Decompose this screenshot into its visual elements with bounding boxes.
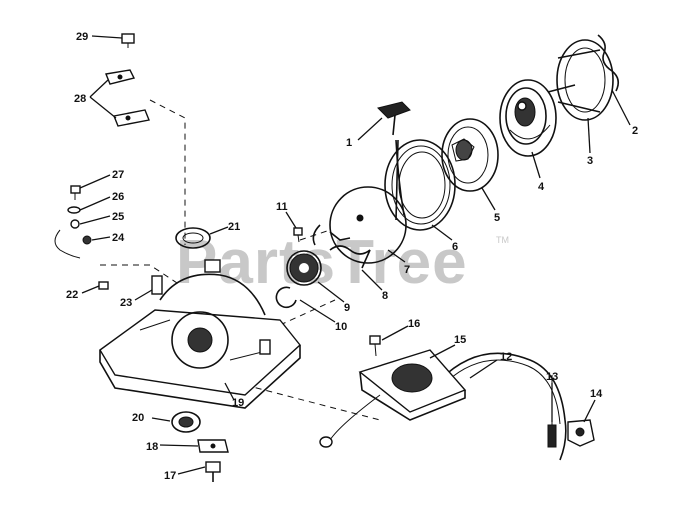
part-12-cable xyxy=(439,352,567,461)
part-27-screw xyxy=(70,185,81,200)
label-part-24: 24 xyxy=(112,232,125,244)
part-19-base-plate xyxy=(99,259,301,409)
label-part-2: 2 xyxy=(632,125,638,137)
label-part-20: 20 xyxy=(132,412,144,424)
label-part-11: 11 xyxy=(276,201,288,213)
label-part-3: 3 xyxy=(587,155,593,167)
leader-lines xyxy=(79,35,631,475)
part-22-screw xyxy=(98,281,109,290)
label-part-27: 27 xyxy=(112,169,124,181)
part-18-bracket xyxy=(197,439,229,453)
part-8-pawl-spring xyxy=(329,245,371,269)
watermark-tm: TM xyxy=(496,235,509,245)
part-15-ignition-coil xyxy=(319,349,467,448)
label-part-8: 8 xyxy=(382,290,388,302)
label-part-1: 1 xyxy=(346,137,352,149)
part-7-flywheel-disk xyxy=(312,186,407,264)
part-5-pulley xyxy=(441,118,499,192)
part-23-pin xyxy=(151,275,163,295)
label-part-22: 22 xyxy=(66,289,78,301)
label-part-10: 10 xyxy=(335,321,347,333)
label-part-15: 15 xyxy=(454,334,466,346)
label-part-7: 7 xyxy=(404,264,410,276)
part-24-nut xyxy=(82,235,92,245)
label-part-23: 23 xyxy=(120,297,132,309)
part-25-washer xyxy=(70,219,80,229)
part-9-gear xyxy=(286,250,322,286)
label-part-14: 14 xyxy=(590,388,603,400)
label-part-13: 13 xyxy=(546,371,558,383)
part-11-screw xyxy=(293,227,303,243)
part-17-bolt xyxy=(205,461,221,482)
label-part-19: 19 xyxy=(232,397,244,409)
part-14-spark-plug-boot xyxy=(567,419,595,447)
label-part-21: 21 xyxy=(228,221,240,233)
part-10-retaining-clip xyxy=(275,286,297,309)
label-part-5: 5 xyxy=(494,212,500,224)
part-26-terminal xyxy=(67,206,81,214)
watermark-brand: PartsTree xyxy=(176,228,468,297)
label-part-4: 4 xyxy=(538,181,545,193)
label-part-25: 25 xyxy=(112,211,124,223)
part-2-housing-edge xyxy=(597,34,620,92)
label-part-18: 18 xyxy=(146,441,158,453)
wire-lead xyxy=(54,229,81,259)
label-part-28: 28 xyxy=(74,93,86,105)
label-part-9: 9 xyxy=(344,302,350,314)
label-part-16: 16 xyxy=(408,318,420,330)
label-part-17: 17 xyxy=(164,470,176,482)
part-28-brackets xyxy=(105,69,150,127)
part-16-coil-screw xyxy=(369,335,381,357)
part-6-rewind-spring xyxy=(384,139,456,231)
part-labels: 1 2 3 4 5 6 7 8 9 10 11 12 13 14 15 16 1… xyxy=(66,31,638,482)
label-part-12: 12 xyxy=(500,351,512,363)
part-4-recoil-spring xyxy=(499,79,557,157)
part-20-bearing xyxy=(171,411,201,433)
label-part-6: 6 xyxy=(452,241,458,253)
part-3-starter-cup xyxy=(547,39,614,121)
part-21-seal-ring xyxy=(175,227,211,249)
assembly-lines xyxy=(100,99,381,421)
label-part-26: 26 xyxy=(112,191,124,203)
part-29-screw xyxy=(121,33,135,48)
label-part-29: 29 xyxy=(76,31,88,43)
